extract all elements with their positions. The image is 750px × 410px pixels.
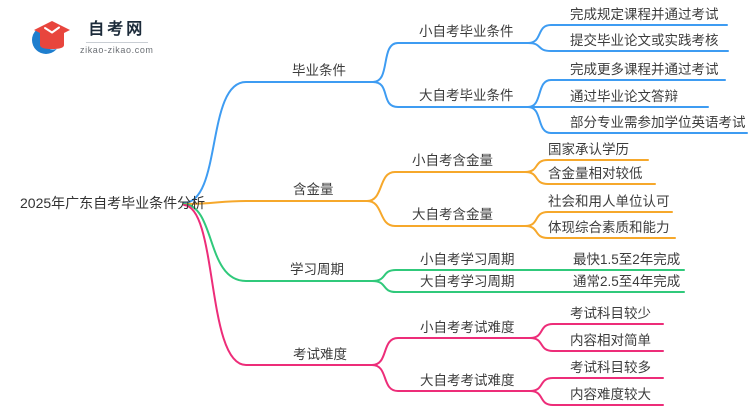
logo-divider — [85, 42, 148, 43]
leaf-more-subjects[interactable]: 考试科目较多 — [570, 360, 651, 375]
topic-big-exam-difficulty[interactable]: 大自考考试难度 — [420, 373, 515, 388]
connector — [371, 364, 531, 392]
topic-small-exam-graduation[interactable]: 小自考毕业条件 — [419, 24, 514, 39]
connector — [529, 390, 664, 406]
branch-study-period[interactable]: 学习周期 — [290, 262, 344, 277]
graduation-cap-icon — [32, 21, 70, 54]
connector — [371, 337, 531, 366]
connector — [183, 81, 374, 204]
site-logo[interactable]: 自考网 zikao-zikao.com — [30, 16, 154, 60]
leaf-relatively-lower-value[interactable]: 含金量相对较低 — [548, 166, 643, 181]
leaf-complete-more-courses[interactable]: 完成更多课程并通过考试 — [570, 62, 719, 77]
connector — [372, 81, 529, 108]
branch-graduation-conditions-wires — [183, 24, 748, 204]
topic-small-exam-period[interactable]: 小自考学习周期 — [420, 252, 515, 267]
topic-small-exam-difficulty[interactable]: 小自考考试难度 — [420, 320, 515, 335]
branch-value[interactable]: 含金量 — [293, 182, 334, 197]
leaf-state-recognized[interactable]: 国家承认学历 — [548, 142, 629, 157]
branch-exam-difficulty-wires — [183, 204, 664, 406]
connector — [372, 42, 529, 83]
topic-small-exam-value[interactable]: 小自考含金量 — [412, 153, 493, 168]
topic-big-exam-value[interactable]: 大自考含金量 — [412, 207, 493, 222]
connector — [183, 204, 373, 366]
leaf-comprehensive-ability[interactable]: 体现综合素质和能力 — [548, 220, 670, 235]
branch-graduation-conditions[interactable]: 毕业条件 — [292, 63, 346, 78]
leaf-harder-content[interactable]: 内容难度较大 — [570, 387, 651, 402]
leaf-usually-2-5-to-4-years[interactable]: 通常2.5至4年完成 — [573, 274, 681, 289]
leaf-employer-recognized[interactable]: 社会和用人单位认可 — [548, 194, 670, 209]
leaf-fewer-subjects[interactable]: 考试科目较少 — [570, 306, 651, 321]
connector — [371, 280, 547, 293]
connector — [529, 337, 664, 352]
site-url: zikao-zikao.com — [80, 45, 154, 55]
leaf-fastest-1-5-to-2-years[interactable]: 最快1.5至2年完成 — [573, 252, 681, 267]
leaf-complete-required-courses[interactable]: 完成规定课程并通过考试 — [570, 7, 719, 22]
leaf-simpler-content[interactable]: 内容相对简单 — [570, 333, 651, 348]
connector — [183, 203, 373, 282]
site-name: 自考网 — [88, 21, 146, 38]
leaf-submit-thesis-or-practice[interactable]: 提交毕业论文或实践考核 — [570, 33, 719, 48]
root-topic[interactable]: 2025年广东自考毕业条件分析 — [20, 195, 206, 211]
leaf-degree-english-exam[interactable]: 部分专业需参加学位英语考试 — [570, 115, 746, 130]
topic-big-exam-graduation[interactable]: 大自考毕业条件 — [419, 88, 514, 103]
topic-big-exam-period[interactable]: 大自考学习周期 — [420, 274, 515, 289]
site-logo-text: 自考网 zikao-zikao.com — [80, 20, 154, 56]
connector — [527, 106, 748, 134]
branch-exam-difficulty[interactable]: 考试难度 — [293, 347, 347, 362]
branch-value-wires — [183, 159, 676, 239]
connector — [524, 171, 656, 185]
connector — [527, 42, 729, 52]
branch-study-period-wires — [183, 203, 685, 293]
connector — [524, 225, 676, 239]
leaf-thesis-defense[interactable]: 通过毕业论文答辩 — [570, 89, 678, 104]
connector — [366, 200, 526, 227]
connector — [183, 200, 368, 205]
connector — [366, 171, 526, 202]
